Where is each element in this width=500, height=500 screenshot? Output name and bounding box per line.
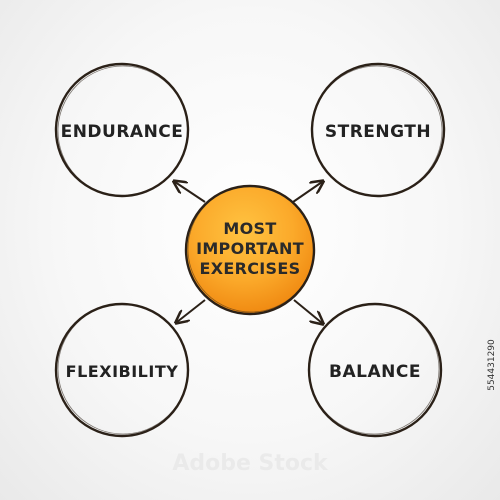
node-label-endurance: ENDURANCE <box>61 122 184 142</box>
watermark-text: Adobe Stock <box>172 451 329 476</box>
center-label-line1: MOST <box>223 219 276 238</box>
node-balance: BALANCE <box>307 302 443 438</box>
center-label-line3: EXERCISES <box>200 259 301 278</box>
arrow-endurance <box>175 182 206 203</box>
stock-id-text: 554431290 <box>487 339 498 391</box>
arrow-balance <box>293 299 322 323</box>
center-label-line2: IMPORTANT <box>196 239 304 258</box>
connector-arrows <box>175 182 322 323</box>
center-node: MOST IMPORTANT EXERCISES <box>184 184 316 316</box>
arrow-flexibility <box>177 299 206 322</box>
node-label-strength: STRENGTH <box>325 122 431 142</box>
node-strength: STRENGTH <box>310 62 446 198</box>
node-endurance: ENDURANCE <box>54 62 190 198</box>
node-label-flexibility: FLEXIBILITY <box>66 362 179 381</box>
arrow-strength <box>292 182 322 203</box>
node-label-balance: BALANCE <box>329 362 421 382</box>
stock-id-label: 554431290 <box>486 320 498 410</box>
node-flexibility: FLEXIBILITY <box>54 302 190 438</box>
